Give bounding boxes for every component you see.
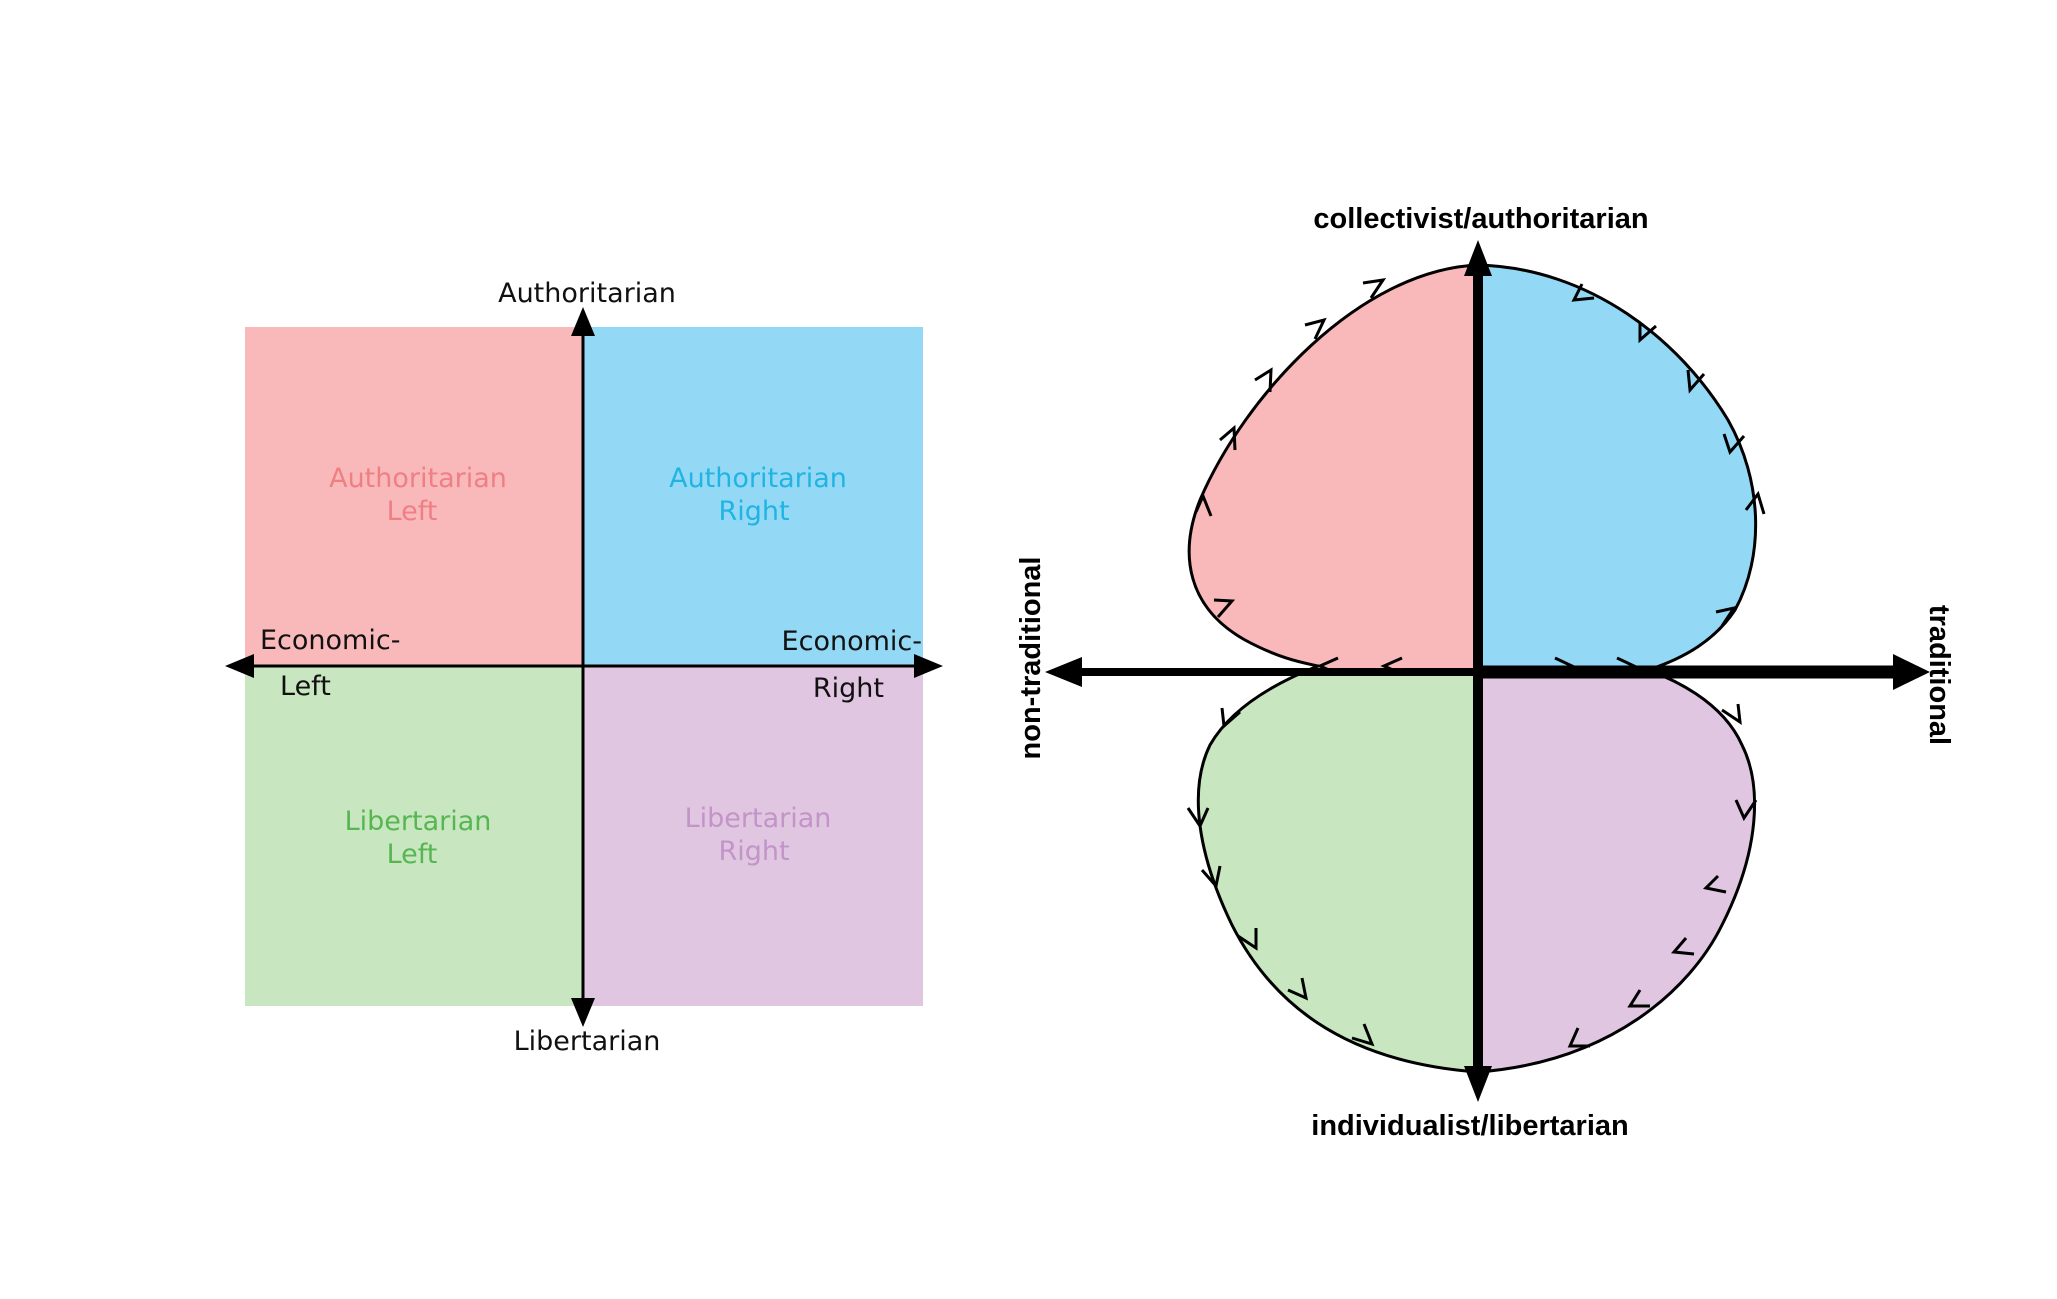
axis-label-economic-left-line2: Left <box>280 671 331 702</box>
axis-arrow-left-icon <box>225 654 254 678</box>
quadrant-label-libertarian-left-line1: Libertarian <box>345 806 492 837</box>
chevron-icon <box>1686 369 1706 394</box>
axis-arrow-right-icon <box>1893 654 1930 690</box>
quadrant-libertarian-right <box>583 666 923 1006</box>
quadrant-authoritarian-right <box>583 327 923 666</box>
chevron-icon <box>1722 433 1746 455</box>
chevron-icon <box>1186 807 1210 830</box>
chevron-icon <box>1702 874 1727 894</box>
label-individualist-libertarian: individualist/libertarian <box>1311 1110 1628 1142</box>
axis-arrow-up-icon <box>571 307 595 336</box>
chevron-icon <box>1362 278 1387 299</box>
label-non-traditional: non-traditional <box>1015 557 1047 760</box>
axis-arrow-down-icon <box>1464 1066 1492 1102</box>
outline-mask <box>1140 190 1800 1100</box>
quadrant-label-authoritarian-right-line2: Right <box>718 496 789 527</box>
direction-chevrons <box>1186 278 1766 1048</box>
horseshoe-diagram: collectivist/authoritarian individualist… <box>1015 190 1955 1142</box>
chevron-icon <box>1194 492 1213 517</box>
chevron-icon <box>1571 283 1595 302</box>
chevron-icon <box>1220 707 1241 730</box>
chevron-icon <box>1237 928 1258 951</box>
chevron-icon <box>1638 322 1657 344</box>
chevron-icon <box>1670 937 1695 956</box>
chevron-icon <box>1254 367 1273 393</box>
chevron-icon <box>1287 977 1309 1001</box>
axis-arrow-up-icon <box>1464 240 1492 276</box>
quadrant-label-authoritarian-left-line2: Left <box>387 496 438 527</box>
axis-label-authoritarian: Authoritarian <box>498 278 676 309</box>
axis-arrow-down-icon <box>571 998 595 1027</box>
label-traditional: traditional <box>1923 605 1955 745</box>
political-compass: Authoritarian Libertarian Economic- Left… <box>225 278 943 1057</box>
quadrant-label-authoritarian-right-line1: Authoritarian <box>669 463 847 494</box>
quadrant-authoritarian-left <box>245 327 583 666</box>
chevron-icon <box>1200 865 1222 890</box>
quadrant-label-libertarian-right-line2: Right <box>718 836 789 867</box>
axis-label-libertarian: Libertarian <box>514 1026 661 1057</box>
quadrant-libertarian-left <box>245 666 583 1006</box>
chevron-icon <box>1744 490 1766 515</box>
chevron-icon <box>1219 424 1237 451</box>
chevron-icon <box>1734 799 1758 822</box>
quadrant-label-libertarian-right-line1: Libertarian <box>685 803 832 834</box>
chevron-icon <box>1213 598 1236 618</box>
chevron-icon <box>1304 317 1327 340</box>
chevron-icon <box>1715 605 1738 627</box>
quadrant-label-authoritarian-left-line1: Authoritarian <box>329 463 507 494</box>
axis-label-economic-right-line2: Right <box>813 673 884 704</box>
axis-label-economic-right-line1: Economic- <box>782 626 922 657</box>
chevron-icon <box>1567 1027 1590 1048</box>
chevron-icon <box>1627 989 1650 1008</box>
chevron-icon <box>1721 703 1742 726</box>
label-collectivist-authoritarian: collectivist/authoritarian <box>1313 203 1648 235</box>
chevron-icon <box>1351 1023 1375 1047</box>
axis-arrow-right-icon <box>914 654 943 678</box>
axis-label-economic-left-line1: Economic- <box>260 625 400 656</box>
quadrant-label-libertarian-left-line2: Left <box>387 839 438 870</box>
axis-arrow-left-icon <box>1045 657 1082 687</box>
